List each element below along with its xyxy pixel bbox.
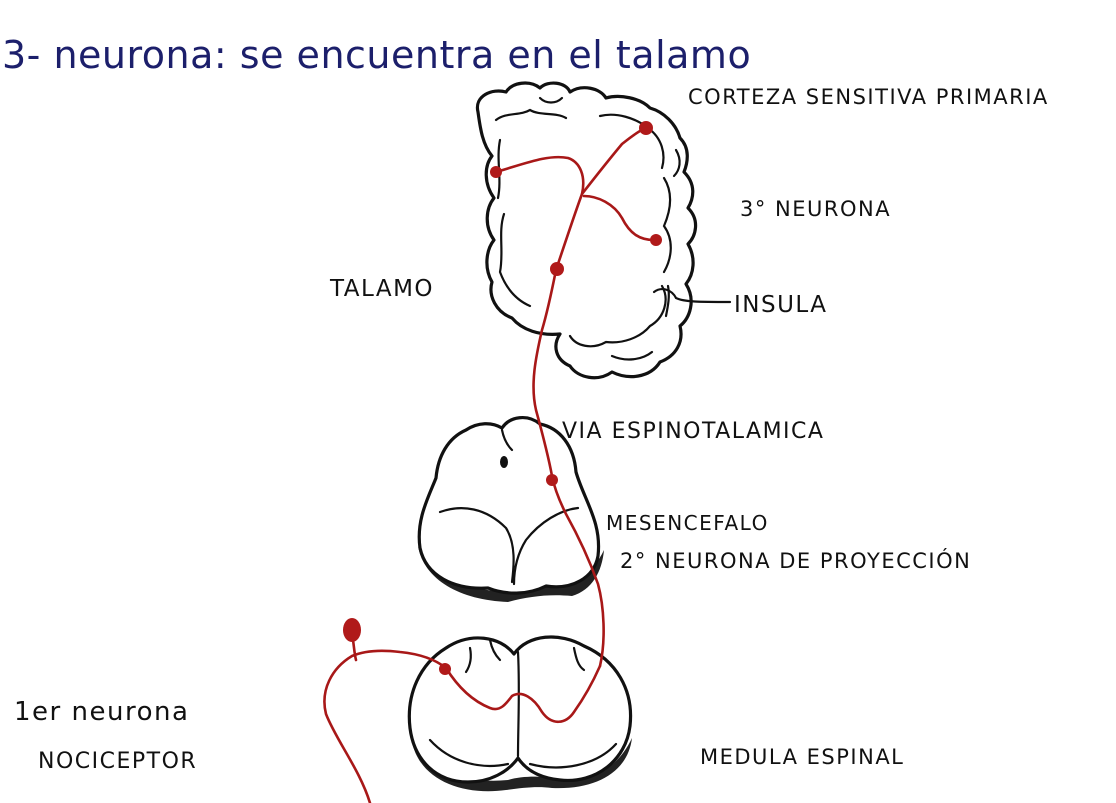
third-neuron-terminal-left	[490, 166, 502, 178]
label-nociceptor: NOCICEPTOR	[38, 749, 197, 774]
insula-pointer	[652, 284, 732, 318]
midbrain-drawing	[417, 416, 604, 602]
brain-cortex-drawing	[475, 81, 698, 380]
label-spinothalamic-pathway: VIA ESPINOTALAMICA	[562, 419, 824, 444]
label-midbrain: MESENCEFALO	[606, 511, 769, 535]
third-neuron-terminal-top	[639, 121, 653, 135]
thalamus-synapse	[550, 262, 564, 276]
label-third-neuron: 3° NEURONA	[740, 197, 891, 221]
label-first-neuron: 1er neurona	[14, 697, 189, 727]
spinal-cord-drawing	[407, 635, 633, 792]
dorsal-horn-crossing	[444, 664, 602, 724]
second-neuron-cell-body	[546, 474, 558, 486]
label-thalamus: TALAMO	[329, 276, 434, 302]
diagram-title: 3- neurona: se encuentra en el talamo	[2, 33, 751, 77]
label-spinal-cord: MEDULA ESPINAL	[700, 745, 904, 769]
first-neuron-fiber	[323, 649, 448, 803]
label-cortex: CORTEZA SENSITIVA PRIMARIA	[688, 85, 1049, 109]
nociceptive-pathway	[323, 121, 662, 803]
dorsal-horn-synapse	[439, 663, 451, 675]
first-neuron-cell-body	[343, 618, 361, 642]
thalamic-projection-fibers	[494, 155, 585, 272]
label-insula: INSULA	[734, 292, 828, 318]
label-second-neuron: 2° NEURONA DE PROYECCIÓN	[620, 548, 971, 573]
third-neuron-terminal-right	[650, 234, 662, 246]
